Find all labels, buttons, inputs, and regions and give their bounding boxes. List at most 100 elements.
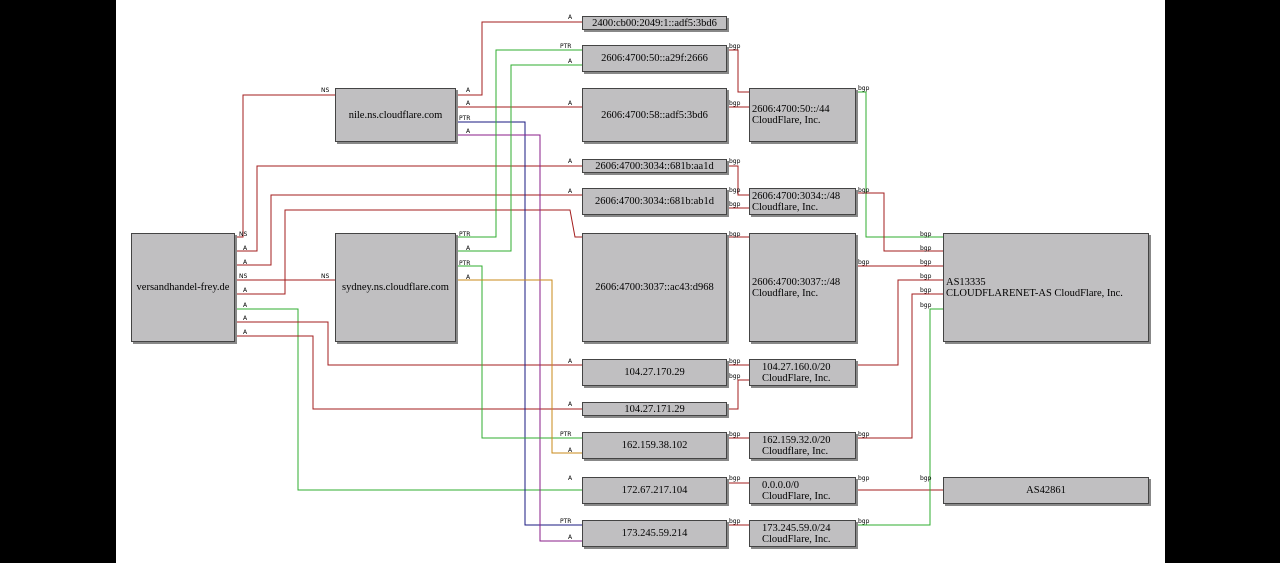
node-domain-label: versandhandel-frey.de: [136, 282, 230, 293]
node-ip-104-171[interactable]: 104.27.171.29: [582, 402, 727, 416]
node-ns-sydney-label: sydney.ns.cloudflare.com: [342, 282, 449, 293]
node-ip-label: 173.245.59.214: [621, 528, 688, 539]
net-owner: CloudFlare, Inc.: [762, 372, 831, 384]
net-prefix: 162.159.32.0/20: [762, 434, 831, 446]
edge-nile-2400: [457, 21, 582, 96]
label-a: A: [568, 158, 573, 165]
label-a: A: [466, 87, 471, 94]
label-a: A: [568, 358, 573, 365]
label-bgp: bgp: [729, 231, 741, 238]
label-bgp: bgp: [858, 85, 870, 92]
node-ip-ab1d[interactable]: 2606:4700:3034::681b:ab1d: [582, 188, 727, 215]
label-a: A: [243, 259, 248, 266]
node-ip-a29f[interactable]: 2606:4700:50::a29f:2666: [582, 45, 727, 72]
label-a: A: [568, 58, 573, 65]
edge-bgp-173-as: [857, 308, 944, 526]
label-a: A: [466, 100, 471, 107]
label-bgp: bgp: [858, 259, 870, 266]
node-ip-aa1d[interactable]: 2606:4700:3034::681b:aa1d: [582, 159, 727, 173]
label-bgp: bgp: [729, 431, 741, 438]
node-ip-172[interactable]: 172.67.217.104: [582, 477, 727, 504]
node-domain[interactable]: versandhandel-frey.de: [131, 233, 235, 342]
label-bgp: bgp: [729, 201, 741, 208]
edge-bgp-50-as: [857, 91, 944, 238]
label-a: A: [243, 329, 248, 336]
label-a: A: [466, 245, 471, 252]
net-owner: CloudFlare, Inc.: [752, 115, 821, 126]
edge-nile-ptr-173: [457, 121, 582, 526]
edge-syd-ptr-162: [457, 265, 582, 439]
edge-a-aa1d: [236, 165, 582, 252]
as-number: AS13335: [946, 276, 986, 288]
edge-syd-a-a29f: [457, 64, 582, 252]
label-ptr: PTR: [459, 115, 470, 122]
label-a: A: [243, 245, 248, 252]
node-ip-104-170[interactable]: 104.27.170.29: [582, 359, 727, 386]
node-ns-sydney[interactable]: sydney.ns.cloudflare.com: [335, 233, 456, 342]
net-owner: CloudFlare, Inc.: [762, 490, 831, 502]
label-a: A: [466, 128, 471, 135]
label-bgp: bgp: [729, 187, 741, 194]
net-prefix: 173.245.59.0/24: [762, 522, 831, 534]
edge-syd-a-162: [457, 279, 582, 454]
label-a: A: [243, 287, 248, 294]
edge-syd-ptr-a29f: [457, 49, 582, 238]
label-bgp: bgp: [920, 302, 932, 309]
label-bgp: bgp: [920, 245, 932, 252]
node-ip-label: 2606:4700:58::adf5:3bd6: [601, 109, 708, 121]
label-ptr: PTR: [459, 260, 470, 267]
net-owner: Cloudflare, Inc.: [752, 287, 819, 299]
node-ip-label: 172.67.217.104: [621, 485, 688, 496]
node-ip-162[interactable]: 162.159.38.102: [582, 432, 727, 459]
label-bgp: bgp: [858, 518, 870, 525]
label-bgp: bgp: [729, 518, 741, 525]
edge-bgp-162-as: [857, 293, 944, 439]
label-ptr: PTR: [560, 43, 571, 50]
node-ip-label: 2606:4700:3037::ac43:d968: [595, 282, 714, 293]
label-bgp: bgp: [729, 158, 741, 165]
edge-bgp-104-171: [728, 379, 749, 410]
edge-bgp-3034-as: [857, 192, 944, 252]
node-ip-2400[interactable]: 2400:cb00:2049:1::adf5:3bd6: [582, 16, 727, 30]
node-ns-nile[interactable]: nile.ns.cloudflare.com: [335, 88, 456, 142]
node-ip-label: 2606:4700:3034::681b:ab1d: [595, 196, 714, 207]
label-a: A: [243, 315, 248, 322]
node-ip-adf5[interactable]: 2606:4700:58::adf5:3bd6: [582, 88, 727, 142]
label-bgp: bgp: [729, 373, 741, 380]
node-ip-173[interactable]: 173.245.59.214: [582, 520, 727, 547]
label-ns: NS: [321, 87, 329, 94]
node-ip-label: 2606:4700:50::a29f:2666: [601, 53, 708, 64]
label-a: A: [568, 14, 573, 21]
label-a: A: [243, 302, 248, 309]
label-ns: NS: [239, 231, 247, 238]
label-a: A: [568, 100, 573, 107]
label-bgp: bgp: [858, 431, 870, 438]
net-prefix: 104.27.160.0/20: [762, 361, 831, 373]
edge-ns-nile: [236, 94, 336, 238]
net-prefix: 0.0.0.0/0: [762, 479, 800, 491]
as-owner: CLOUDFLARENET-AS CloudFlare, Inc.: [946, 287, 1123, 299]
node-as42861[interactable]: AS42861: [943, 477, 1149, 504]
edge-a-104-170: [236, 321, 582, 366]
edge-a-ac43: [236, 209, 582, 295]
edge-nile-a-173: [457, 134, 582, 542]
node-ip-label: 2400:cb00:2049:1::adf5:3bd6: [592, 17, 717, 29]
edge-a-ab1d: [236, 194, 582, 266]
edge-bgp-aa1d-3034: [728, 165, 749, 196]
label-a: A: [568, 475, 573, 482]
node-ip-ac43[interactable]: 2606:4700:3037::ac43:d968: [582, 233, 727, 342]
label-a: A: [568, 188, 573, 195]
label-bgp: bgp: [920, 259, 932, 266]
label-bgp: bgp: [920, 273, 932, 280]
edge-bgp-2400-50: [728, 49, 749, 93]
node-ns-nile-label: nile.ns.cloudflare.com: [348, 109, 443, 121]
